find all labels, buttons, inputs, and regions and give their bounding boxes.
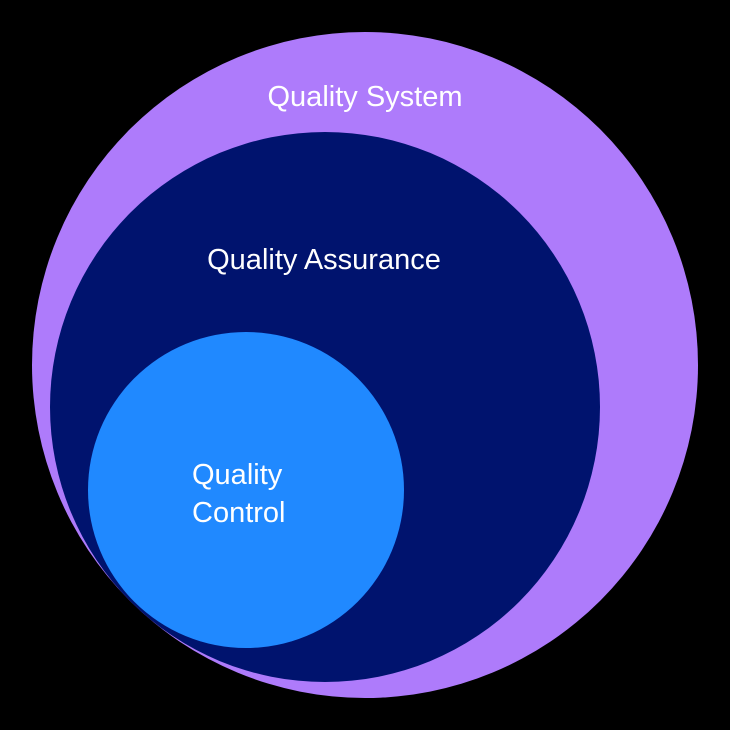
quality-control-label-line-2: Control bbox=[192, 497, 286, 529]
quality-control-label-line-1: Quality bbox=[192, 459, 283, 491]
quality-control-circle bbox=[88, 332, 404, 648]
quality-assurance-label: Quality Assurance bbox=[207, 244, 441, 276]
quality-system-label: Quality System bbox=[268, 81, 463, 113]
